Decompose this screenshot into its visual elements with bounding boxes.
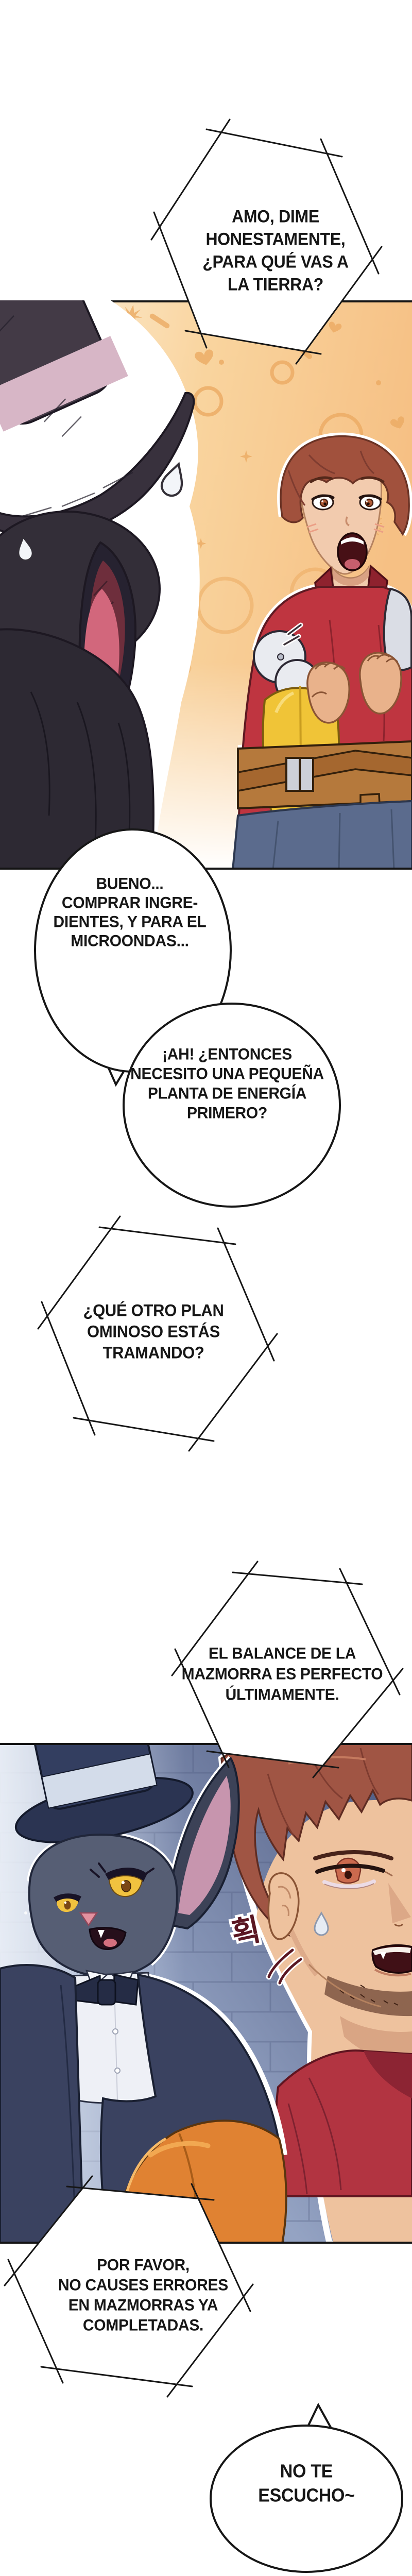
dialogue-line: POR FAVOR, [97,2256,190,2274]
man-mouth-open [337,532,368,571]
panel2-top-border [0,1743,412,1745]
rabbit2-ear [164,1756,240,1930]
dialogue-line: HONESTAMENTE, [205,229,346,249]
dialogue-line: EN MAZMORRAS YA [68,2296,218,2314]
dialogue-line: BUENO... [96,875,164,893]
man-hands [306,652,402,724]
man-character-shocked [231,432,412,870]
man-pants [231,800,412,870]
speech-bubble-4 [37,1215,278,1452]
dialogue-line: NECESITO UNA PEQUEÑA [130,1064,324,1083]
speech-bubble-5 [171,1561,404,1778]
motion-lines [283,624,302,646]
man2-sweat-drop [314,1911,329,1936]
man-eyebrows [310,476,385,483]
dialogue-line: MAZMORRA ES PERFECTO [181,1665,383,1683]
speech-bubble-6 [4,2175,254,2398]
man2-eye-halflidded [315,1857,393,1889]
man2-ear [267,1872,300,1940]
bubble1-text: AMO, DIME HONESTAMENTE, ¿PARA QUÉ VAS A … [193,205,358,296]
dialogue-line: PRIMERO? [187,1104,267,1122]
dialogue-line: OMINOSO ESTÁS [87,1321,220,1342]
swoosh-lines [267,1948,302,1985]
dialogue-line: NO TE [280,2461,333,2482]
rabbit-top-hat [0,300,128,437]
bubble3-text: ¡AH! ¿ENTONCES NECESITO UNA PEQUEÑA PLAN… [119,1045,335,1123]
bubble6-text: POR FAVOR, NO CAUSES ERRORES EN MAZMORRA… [40,2255,246,2335]
speech-bubble-7 [210,2402,403,2573]
bubble5-text: EL BALANCE DE LA MAZMORRA ES PERFECTO ÚL… [174,1643,390,1705]
bubble7-text: NO TE ESCUCHO~ [239,2460,373,2508]
man-eyes-shocked [311,494,382,511]
rabbit2-nose [79,1912,98,1927]
rabbit2-suit-left [0,1964,85,2244]
man2-eyebrow [313,1850,393,1860]
man-blush [306,523,385,533]
dialogue-line: TRAMANDO? [102,1343,204,1363]
dialogue-line: MICROONDAS... [71,932,189,950]
dialogue-line: ÚLTIMAMENTE. [225,1685,339,1704]
speech-bubble-2 [34,828,232,1087]
speech-bubble-1-lower [184,300,344,365]
rabbit2-eyes [54,1862,154,1912]
dialogue-line: ¿QUÉ OTRO PLAN [83,1300,224,1320]
rabbit2-top-hat [14,1743,194,1843]
man-nose [345,516,350,527]
man2-mouth [371,1944,412,1977]
bubble4-text: ¿QUÉ OTRO PLAN OMINOSO ESTÁS TRAMANDO? [61,1300,246,1363]
rabbit-character-back [0,300,200,870]
dialogue-line: AMO, DIME [232,206,319,227]
rabbit2-mouth [89,1927,127,1950]
speech-bubble-3 [123,1003,341,1208]
sfx-korean-whip: 획 [229,1912,264,1952]
dialogue-line: ESCUCHO~ [258,2485,355,2506]
dialogue-line: PLANTA DE ENERGÍA [147,1084,307,1103]
rabbit-coat [0,628,154,870]
man-hair [280,435,410,536]
dialogue-line: COMPLETADAS. [82,2316,204,2334]
rabbit2-bowtie [74,1974,139,2006]
dialogue-line: ¿PARA QUÉ VAS A [202,251,349,272]
dialogue-line: NO CAUSES ERRORES [58,2276,228,2294]
man2-stubble [324,1976,412,2016]
dialogue-line: LA TIERRA? [227,274,324,295]
dialogue-line: DIENTES, Y PARA EL [53,913,207,931]
man2-nose-shadow [388,1883,411,1923]
panel-2-artwork [0,1743,412,2244]
dialogue-line: EL BALANCE DE LA [208,1644,356,1663]
bubble2-text: BUENO... COMPRAR INGRE- DIENTES, Y PARA … [37,874,222,951]
panel-1-artwork [0,300,412,870]
dialogue-line: COMPRAR INGRE- [61,894,198,912]
dialogue-line: ¡AH! ¿ENTONCES [162,1045,292,1063]
speech-bubble-1 [150,118,383,300]
